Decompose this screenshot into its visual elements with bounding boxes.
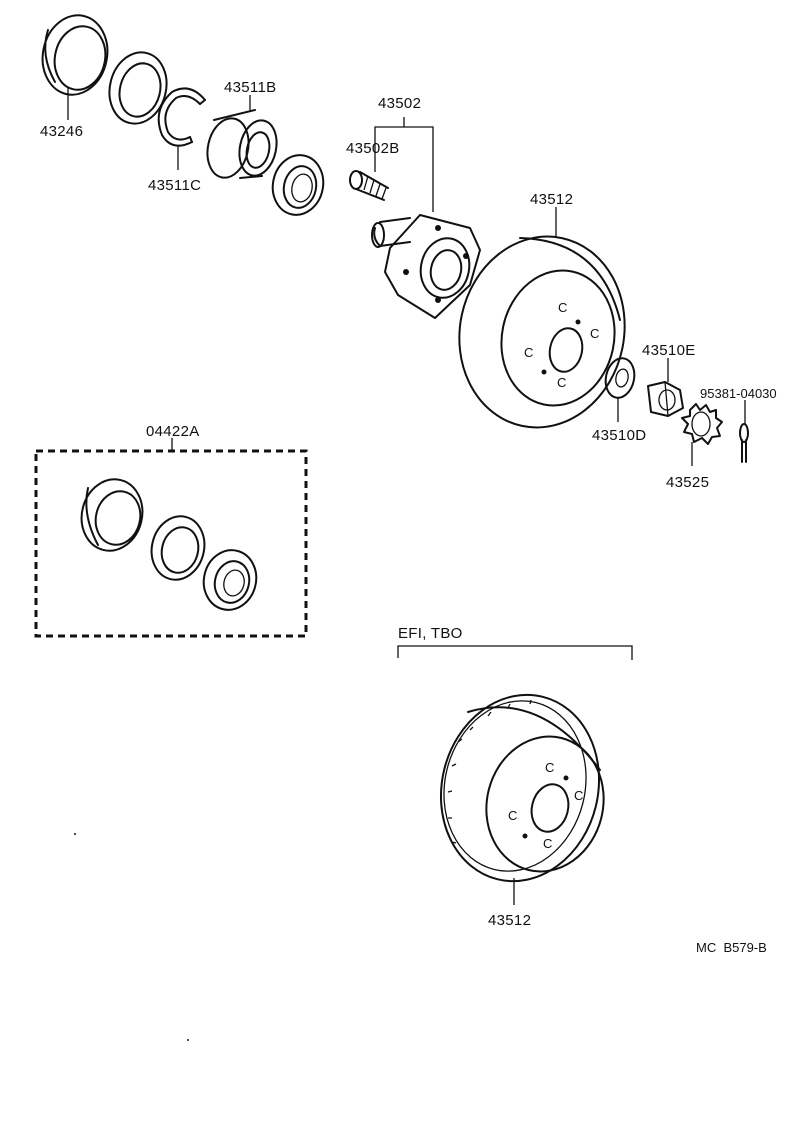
lug-hole: C [543,836,552,851]
part-43510e-hub-nut [647,381,684,417]
part-inner-bearing [271,154,325,216]
lug-hole: C [590,326,599,341]
label-95381-04030: 95381-04030 [700,386,777,401]
part-bearing-ring-upper [108,51,168,125]
part-43502b-hub-bolt [349,170,389,201]
part-43512-ventilated-rotor: C C C C [439,693,605,883]
label-43511c: 43511C [148,177,201,194]
efi-tbo-bracket [397,645,633,660]
lug-hole: C [545,760,554,775]
diagram-code: MC B579-B [696,940,767,955]
part-43502-axle-hub [371,214,481,319]
label-43246: 43246 [40,123,83,140]
label-43510e: 43510E [642,342,696,359]
label-04422a: 04422A [146,423,200,440]
label-43511b: 43511B [224,79,276,96]
label-43502b: 43502B [346,140,400,157]
part-43246-oil-seal [41,14,109,96]
label-43512-top: 43512 [530,191,573,208]
label-43502: 43502 [378,95,421,112]
lug-hole: C [574,788,583,803]
lug-hole: C [524,345,533,360]
lug-hole: C [558,300,567,315]
part-43525-nut-lock-cap [681,403,723,445]
part-43511b-spacer [206,109,278,179]
lug-hole: C [557,375,566,390]
label-43525: 43525 [666,474,709,491]
lug-hole: C [508,808,517,823]
part-95381-cotter-pin [739,423,749,463]
label-efi-tbo: EFI, TBO [398,625,463,642]
part-43512-disc-rotor-top: C C C C [458,235,626,429]
part-43511c-snap-ring [157,87,206,147]
bracket-43502 [374,117,434,212]
part-43510d-washer [604,357,636,399]
label-43512-bottom: 43512 [488,912,531,929]
label-43510d: 43510D [592,427,646,444]
kit-04422a-group [34,438,308,638]
